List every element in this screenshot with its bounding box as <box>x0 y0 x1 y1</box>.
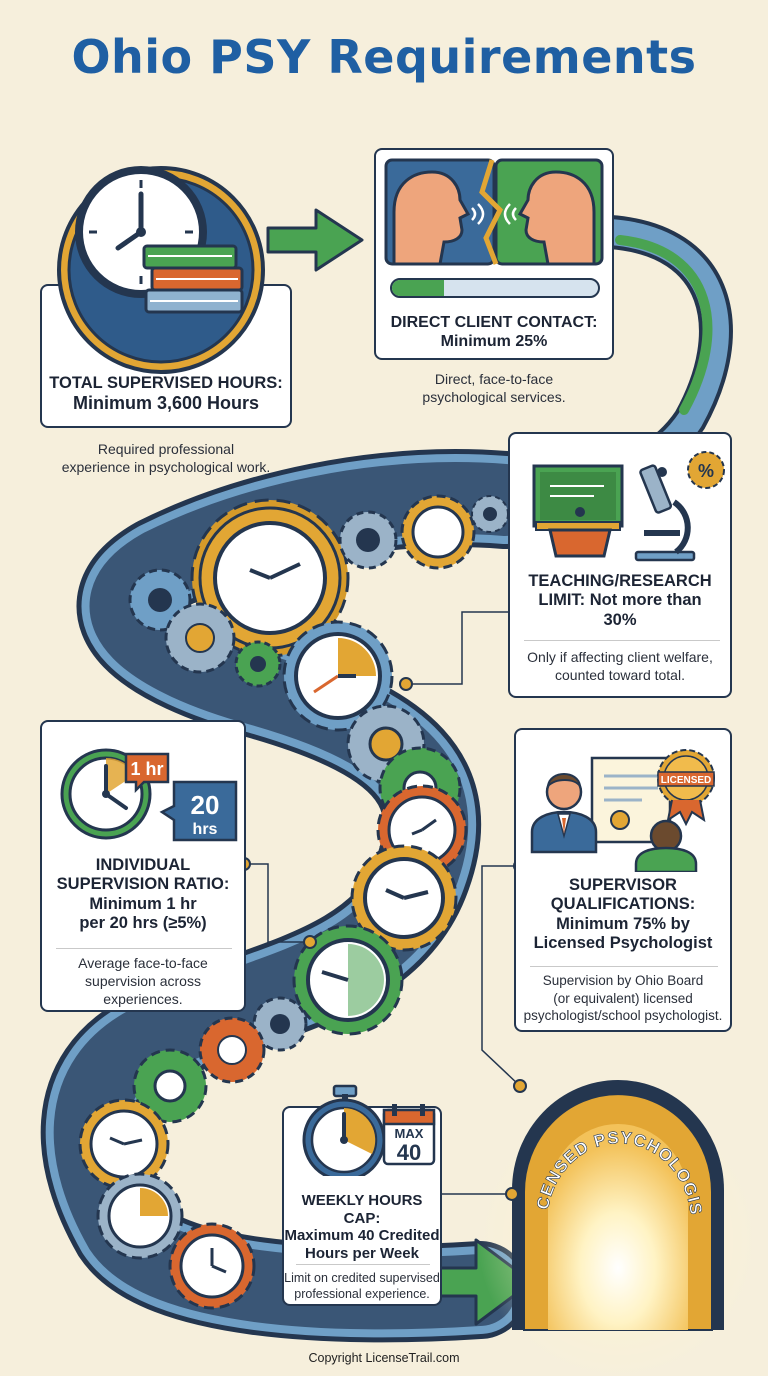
gear-icon <box>338 510 398 570</box>
divider <box>296 1264 430 1265</box>
step-title: TEACHING/RESEARCH LIMIT: Not more than 3… <box>528 572 712 629</box>
stopwatch-icon: MAX 40 <box>302 1084 436 1176</box>
gear-icon <box>132 1048 208 1124</box>
step-card-weekly-cap: MAX 40 WEEKLY HOURS CAP: Maximum 40 Cred… <box>282 1084 442 1306</box>
gear-icon <box>198 1016 266 1084</box>
step-card-supervisor-qualifications: LICENSED SUPERVISOR QUALIFICATIONS: Mini… <box>514 728 732 1032</box>
ratio-badge-number: 20 <box>191 790 220 820</box>
divider <box>530 966 718 967</box>
step-card-direct-contact: DIRECT CLIENT CONTACT: Minimum 25% <box>374 148 614 360</box>
contact-progress-fill <box>392 280 444 296</box>
calendar-icon: MAX 40 <box>382 1104 436 1166</box>
seal-label: LICENSED <box>661 775 712 786</box>
step-description: Direct, face-to-face psychological servi… <box>422 371 566 406</box>
calendar-number: 40 <box>397 1140 421 1165</box>
books-icon <box>142 244 244 314</box>
divider <box>56 948 232 949</box>
step-card-supervision-ratio: 1 hr 20 hrs INDIVIDUAL SUPERVISION RATIO… <box>40 720 246 1012</box>
gear-icon <box>471 495 509 533</box>
gear-icon <box>282 620 394 732</box>
ratio-badge-unit: hrs <box>193 821 218 838</box>
copyright-text: Copyright LicenseTrail.com <box>308 1351 460 1365</box>
gear-icon <box>96 1172 184 1260</box>
gear-icon <box>164 602 236 674</box>
step-card-teaching-research: % TEACHING/RESEARCH LIMIT: Not more than… <box>508 432 732 698</box>
step-title: TOTAL SUPERVISED HOURS: Minimum 3,600 Ho… <box>49 374 283 414</box>
clock-icon <box>57 166 265 374</box>
gear-icon <box>190 498 350 658</box>
page-title: Ohio PSY Requirements <box>71 30 697 84</box>
step-title: WEEKLY HOURS CAP: Maximum 40 Credited Ho… <box>284 1192 440 1263</box>
supervisor-icon: LICENSED <box>530 749 715 872</box>
step-description: Supervision by Ohio Board (or equivalent… <box>523 973 723 1024</box>
ratio-badge-small: 1 hr <box>130 759 163 779</box>
percent-badge-icon: % <box>687 451 725 489</box>
licensed-seal-icon: LICENSED <box>657 749 715 827</box>
connectors <box>244 611 521 1195</box>
contact-progress-bar <box>390 278 600 298</box>
arrow-right-icon <box>266 208 364 272</box>
gear-icon <box>350 844 458 952</box>
svg-text:%: % <box>698 461 714 481</box>
portal-icon <box>512 1080 724 1331</box>
step-title: SUPERVISOR QUALIFICATIONS: Minimum 75% b… <box>533 876 713 953</box>
step-description: Required professional experience in psyc… <box>61 441 271 476</box>
divider <box>524 640 720 641</box>
microscope-icon <box>634 464 696 562</box>
step-description: Limit on credited supervised professiona… <box>284 1271 440 1302</box>
step-description: Average face-to-face supervision across … <box>78 955 208 1008</box>
gear-icon <box>78 1098 170 1190</box>
calendar-max-label: MAX <box>395 1126 424 1141</box>
gear-icon <box>292 924 404 1036</box>
step-title: DIRECT CLIENT CONTACT: Minimum 25% <box>390 314 598 350</box>
step-title: INDIVIDUAL SUPERVISION RATIO: Minimum 1 … <box>56 856 230 933</box>
faces-conversation-icon <box>384 158 604 266</box>
gear-icon <box>252 996 308 1052</box>
chalkboard-icon: % <box>532 451 725 562</box>
clock-icon: 1 hr 20 hrs <box>60 748 238 842</box>
gear-icon <box>168 1222 256 1310</box>
gear-icon <box>234 640 282 688</box>
step-description: Only if affecting client welfare, counte… <box>527 649 713 684</box>
gear-icon <box>400 494 476 570</box>
